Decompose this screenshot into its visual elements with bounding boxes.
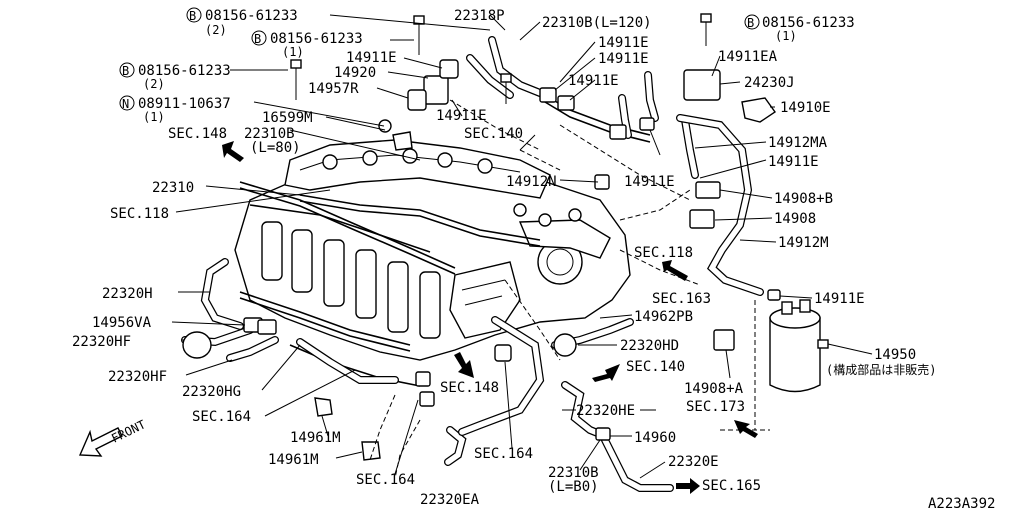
part-number-08156-61233: 08156-61233: [205, 8, 298, 24]
part-24230j: 24230J: [744, 75, 795, 91]
sec-140: SEC.140: [464, 126, 523, 142]
sec-164: SEC.164: [474, 446, 533, 462]
length-l80: (L=80): [250, 140, 301, 156]
part-number-08156-61233: 08156-61233: [138, 63, 231, 79]
sec-118: SEC.118: [110, 206, 169, 222]
part-14950: 14950: [874, 347, 916, 363]
sec-140: SEC.140: [626, 359, 685, 375]
symbol-b-circle: [119, 62, 135, 78]
length-lb0: (L=B0): [548, 479, 599, 495]
part-14912n: 14912N: [506, 174, 557, 190]
quantity: (1): [775, 29, 797, 43]
part-14962pb: 14962PB: [634, 309, 693, 325]
sec-164: SEC.164: [356, 472, 415, 488]
quantity: (1): [282, 45, 304, 59]
symbol-b: B: [122, 64, 129, 78]
part-22320hg: 22320HG: [182, 384, 241, 400]
symbol-b: B: [747, 16, 754, 30]
part-14961m: 14961M: [268, 452, 319, 468]
sec-165: SEC.165: [702, 478, 761, 494]
symbol-b-circle: [251, 30, 267, 46]
part-14910e: 14910E: [780, 100, 831, 116]
part-14908-plus-a: 14908+A: [684, 381, 744, 397]
arrow-sec165: [676, 478, 700, 494]
part-number-08156-61233: 08156-61233: [762, 15, 855, 31]
part-22310b: 22310B: [244, 126, 295, 142]
intake-manifold: [234, 139, 631, 361]
arrow-sec118: [662, 260, 688, 281]
lower-hoses: [181, 181, 781, 492]
part-14911e: 14911E: [436, 108, 487, 124]
quantity: (2): [205, 23, 227, 37]
part-14911e: 14911E: [568, 73, 619, 89]
sec-arrows: [222, 141, 758, 494]
arrow-sec140: [592, 364, 620, 382]
arrow-sec148-top: [222, 141, 244, 162]
part-16599m: 16599M: [262, 110, 313, 126]
part-14911e: 14911E: [624, 174, 675, 190]
fuel-rails: [239, 181, 541, 387]
sec-148: SEC.148: [168, 126, 227, 142]
symbol-b-circle: [186, 7, 202, 23]
arrow-sec148-mid: [454, 352, 474, 378]
part-22310: 22310: [152, 180, 194, 196]
part-22320hf: 22320HF: [108, 369, 167, 385]
sec-163: SEC.163: [652, 291, 711, 307]
part-22310b-l120: 22310B(L=120): [542, 15, 652, 31]
part-14908: 14908: [774, 211, 816, 227]
upper-hoses: [290, 13, 776, 296]
evap-canister: [769, 299, 829, 393]
part-14911e: 14911E: [598, 51, 649, 67]
sec-148: SEC.148: [440, 380, 499, 396]
part-14961m: 14961M: [290, 430, 341, 446]
part-14950-note: (構成部品は非販売): [826, 362, 936, 377]
sec-173: SEC.173: [686, 399, 745, 415]
front-arrow: [78, 427, 123, 457]
symbol-n: N: [122, 97, 129, 111]
part-14920: 14920: [334, 65, 376, 81]
part-14908-plus-b: 14908+B: [774, 191, 833, 207]
symbol-b: B: [189, 9, 196, 23]
part-14911e: 14911E: [346, 50, 397, 66]
part-22320hf: 22320HF: [72, 334, 131, 350]
arrow-sec173: [734, 420, 758, 438]
sec-164: SEC.164: [192, 409, 251, 425]
diagram-code: A223A392: [928, 496, 995, 512]
part-14912m: 14912M: [778, 235, 829, 251]
symbol-b-circle: [744, 14, 760, 30]
part-22320ea: 22320EA: [420, 492, 480, 508]
callout-labels: B 08156-61233 (2) B 08156-61233 (1) B 08…: [72, 7, 995, 512]
quantity: (2): [143, 77, 165, 91]
part-22320e: 22320E: [668, 454, 719, 470]
part-14956va: 14956VA: [92, 315, 152, 331]
part-14960: 14960: [634, 430, 676, 446]
part-14911e: 14911E: [768, 154, 819, 170]
sec-118: SEC.118: [634, 245, 693, 261]
part-14911ea: 14911EA: [718, 49, 778, 65]
quantity: (1): [143, 110, 165, 124]
part-22320hd: 22320HD: [620, 338, 679, 354]
part-number-08156-61233: 08156-61233: [270, 31, 363, 47]
part-14912ma: 14912MA: [768, 135, 828, 151]
part-22320h: 22320H: [102, 286, 153, 302]
part-14911e: 14911E: [598, 35, 649, 51]
front-label: FRONT: [109, 417, 148, 445]
part-22310b: 22310B: [548, 465, 599, 481]
symbol-n-circle: [119, 95, 135, 111]
symbol-b: B: [254, 32, 261, 46]
leader-lines: [171, 14, 873, 479]
part-22318p: 22318P: [454, 8, 505, 24]
part-22320he: 22320HE: [576, 403, 635, 419]
part-14957r: 14957R: [308, 81, 359, 97]
part-number-08911-10637: 08911-10637: [138, 96, 231, 112]
part-14911e: 14911E: [814, 291, 865, 307]
